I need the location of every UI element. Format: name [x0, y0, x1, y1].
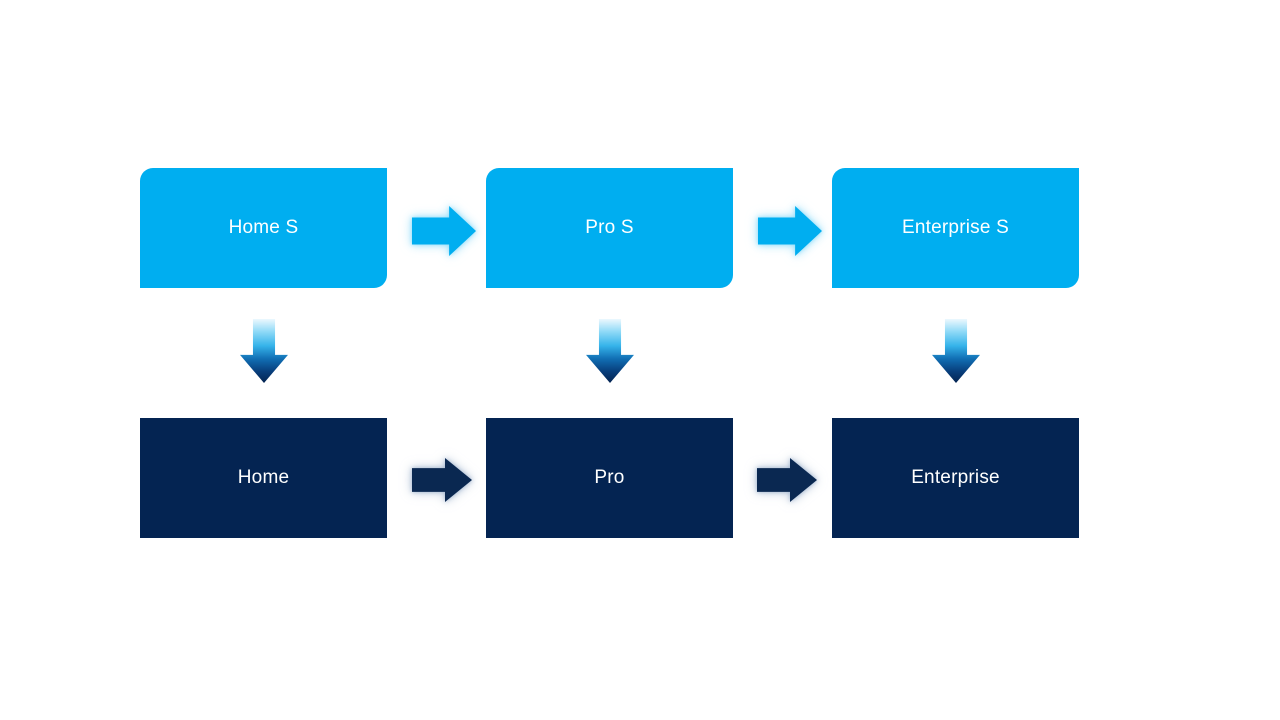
- connector-pro-s-to-pro[interactable]: [586, 319, 634, 383]
- box-pro-s[interactable]: Pro S: [486, 168, 733, 288]
- right-arrow-icon: [758, 206, 822, 256]
- right-arrow-icon: [412, 458, 472, 502]
- box-enterprise-s-label: Enterprise S: [902, 217, 1009, 238]
- box-pro-label: Pro: [594, 467, 625, 488]
- connector-pro-s-to-enterprise-s[interactable]: [758, 206, 822, 256]
- box-enterprise[interactable]: Enterprise: [832, 418, 1079, 538]
- box-home[interactable]: Home: [140, 418, 387, 538]
- connector-home-to-pro[interactable]: [412, 458, 472, 502]
- connector-pro-to-enterprise[interactable]: [757, 458, 817, 502]
- connector-enterprise-s-to-enterprise[interactable]: [932, 319, 980, 383]
- down-arrow-icon: [932, 319, 980, 383]
- right-arrow-icon: [757, 458, 817, 502]
- box-home-label: Home: [237, 467, 290, 488]
- box-pro[interactable]: Pro: [486, 418, 733, 538]
- right-arrow-icon: [412, 206, 476, 256]
- box-home-s[interactable]: Home S: [140, 168, 387, 288]
- connector-home-s-to-pro-s[interactable]: [412, 206, 476, 256]
- down-arrow-icon: [240, 319, 288, 383]
- box-enterprise-label: Enterprise: [911, 467, 1000, 488]
- box-home-s-label: Home S: [228, 217, 299, 238]
- box-enterprise-s[interactable]: Enterprise S: [832, 168, 1079, 288]
- box-pro-s-label: Pro S: [585, 217, 634, 238]
- down-arrow-icon: [586, 319, 634, 383]
- connector-home-s-to-home[interactable]: [240, 319, 288, 383]
